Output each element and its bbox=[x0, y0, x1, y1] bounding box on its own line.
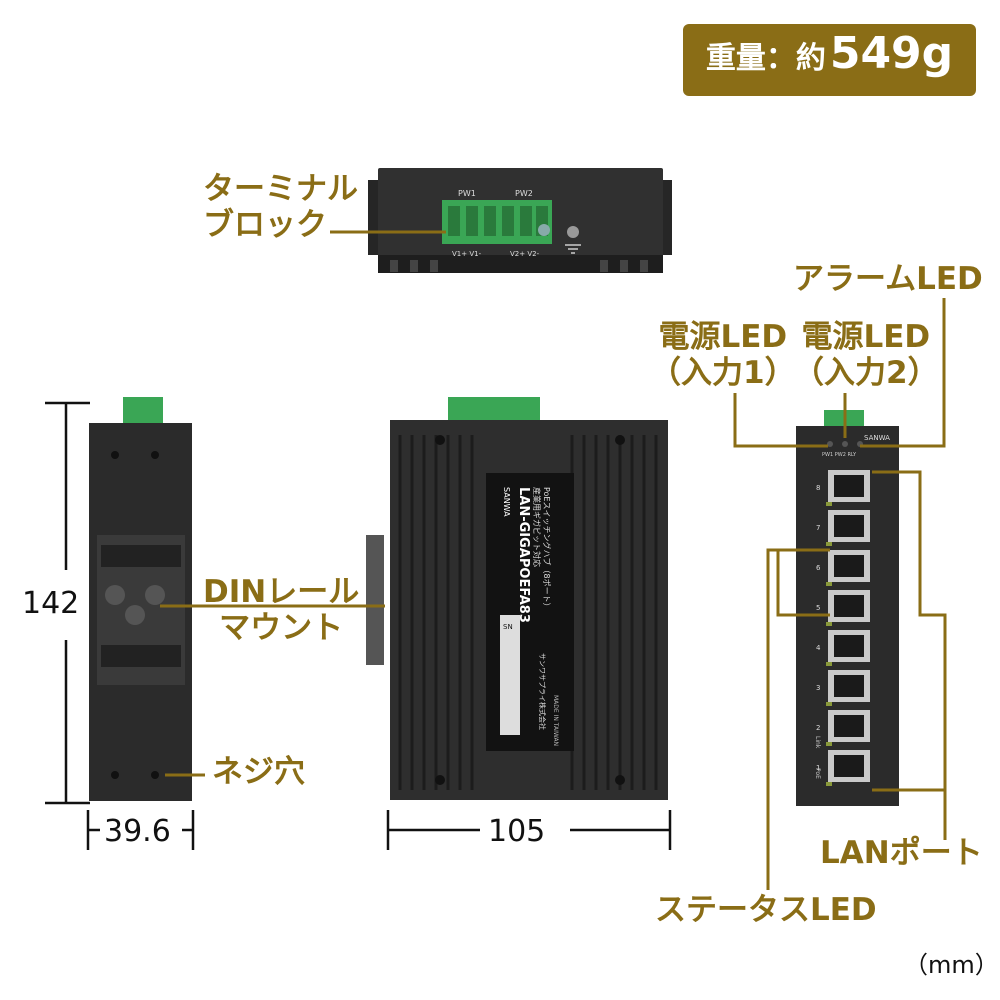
lan-port-socket bbox=[834, 555, 864, 577]
pw1-led bbox=[827, 441, 833, 447]
din-line1: DINレール bbox=[203, 574, 360, 610]
panel-led-labels: PW1 PW2 RLY bbox=[822, 452, 857, 458]
screw-hole-callout: ネジ穴 bbox=[212, 754, 305, 790]
lan-port-socket bbox=[834, 475, 864, 497]
panel-brand: SANWA bbox=[864, 434, 890, 442]
port-number-label: 6 bbox=[816, 564, 821, 572]
pw2-led bbox=[842, 441, 848, 447]
terminal-callout: ターミナル ブロック bbox=[203, 171, 358, 243]
status-leader-2 bbox=[776, 550, 830, 617]
din-callout: DINレール マウント bbox=[203, 574, 360, 646]
status-led bbox=[826, 622, 832, 626]
status-led bbox=[826, 502, 832, 506]
power-led1-callout: 電源LED （入力1） bbox=[650, 319, 796, 391]
v2-label: V2+ V2- bbox=[510, 250, 540, 258]
screw-hole-right bbox=[151, 771, 159, 779]
front-view-device: SANWA LAN-GIGAPOEFA83 産業用ギガビット対応 PoEスイッチ… bbox=[366, 397, 668, 800]
power-led2-line2: （入力2） bbox=[793, 354, 939, 391]
weight-label: 重量：約 bbox=[705, 41, 826, 76]
lan-port-socket bbox=[834, 515, 864, 537]
status-led bbox=[826, 662, 832, 666]
power-led1-line2: （入力1） bbox=[650, 354, 796, 391]
lan-port-callout: LANポート bbox=[820, 835, 983, 871]
weight-badge: 重量：約 549g bbox=[683, 24, 976, 96]
power-led1-line1: 電源LED bbox=[658, 319, 788, 355]
alarm-leader bbox=[860, 298, 946, 448]
top-view-device: PW1 PW2 V1+ V1- V2+ V2- bbox=[368, 168, 672, 273]
port-number-label: 8 bbox=[816, 484, 820, 492]
label-made-in: MADE IN TAIWAN bbox=[552, 695, 559, 746]
port-numbers: 8 7 6 5 4 3 2 1 bbox=[816, 484, 821, 772]
status-led bbox=[826, 542, 832, 546]
lan-port-socket bbox=[834, 635, 864, 657]
ground-icon bbox=[565, 244, 581, 254]
unit-label: （mm） bbox=[904, 951, 999, 979]
port-number-label: 5 bbox=[816, 604, 820, 612]
panel-link-label: Link bbox=[814, 736, 821, 749]
port-number-label: 2 bbox=[816, 724, 820, 732]
port-number-label: 4 bbox=[816, 644, 821, 652]
v1-label: V1+ V1- bbox=[452, 250, 482, 258]
label-sn: SN bbox=[503, 623, 513, 631]
screw-hole-left bbox=[111, 771, 119, 779]
front-panel-device: SANWA PW1 PW2 RLY 8 7 6 5 4 3 2 1 Link PoE bbox=[796, 410, 899, 806]
status-led-callout: ステータスLED bbox=[655, 892, 877, 928]
power-led2-callout: 電源LED （入力2） bbox=[793, 319, 939, 391]
pw2-label: PW2 bbox=[515, 189, 533, 198]
depth-dimension: 39.6 bbox=[104, 814, 171, 849]
power1-leader bbox=[733, 393, 828, 448]
side-view-device bbox=[89, 397, 192, 801]
port-number-label: 7 bbox=[816, 524, 820, 532]
status-led bbox=[826, 582, 832, 586]
port-number-label: 1 bbox=[816, 764, 820, 772]
width-dimension: 105 bbox=[488, 814, 546, 849]
lan-ports bbox=[826, 470, 870, 786]
weight-value: 549g bbox=[829, 28, 954, 79]
lan-leader-bracket bbox=[872, 470, 947, 792]
status-led bbox=[826, 702, 832, 706]
port-number-label: 3 bbox=[816, 684, 820, 692]
status-led bbox=[826, 782, 832, 786]
terminal-line1: ターミナル bbox=[203, 171, 358, 207]
ground-screw bbox=[567, 226, 579, 238]
height-dimension: 142 bbox=[22, 586, 80, 621]
alarm-led-callout: アラームLED bbox=[793, 261, 983, 297]
lan-port-socket bbox=[834, 715, 864, 737]
label-model: LAN-GIGAPOEFA83 bbox=[516, 487, 531, 623]
label-desc2: PoEスイッチングハブ（8ポート） bbox=[542, 487, 552, 611]
din-rail-bracket bbox=[366, 535, 384, 665]
power-led2-line1: 電源LED bbox=[801, 319, 931, 355]
lan-port-socket bbox=[834, 755, 864, 777]
terminal-block bbox=[442, 200, 552, 244]
status-led bbox=[826, 742, 832, 746]
status-leader bbox=[766, 548, 830, 890]
label-maker: サンワサプライ株式会社 bbox=[538, 653, 547, 730]
label-brand: SANWA bbox=[502, 487, 511, 517]
label-desc1: 産業用ギガビット対応 bbox=[532, 487, 542, 567]
panel-poe-label: PoE bbox=[814, 768, 821, 779]
terminal-line2: ブロック bbox=[203, 206, 327, 243]
din-line2: マウント bbox=[219, 609, 344, 646]
lan-port-socket bbox=[834, 595, 864, 617]
lan-port-socket bbox=[834, 675, 864, 697]
pw1-label: PW1 bbox=[458, 189, 476, 198]
